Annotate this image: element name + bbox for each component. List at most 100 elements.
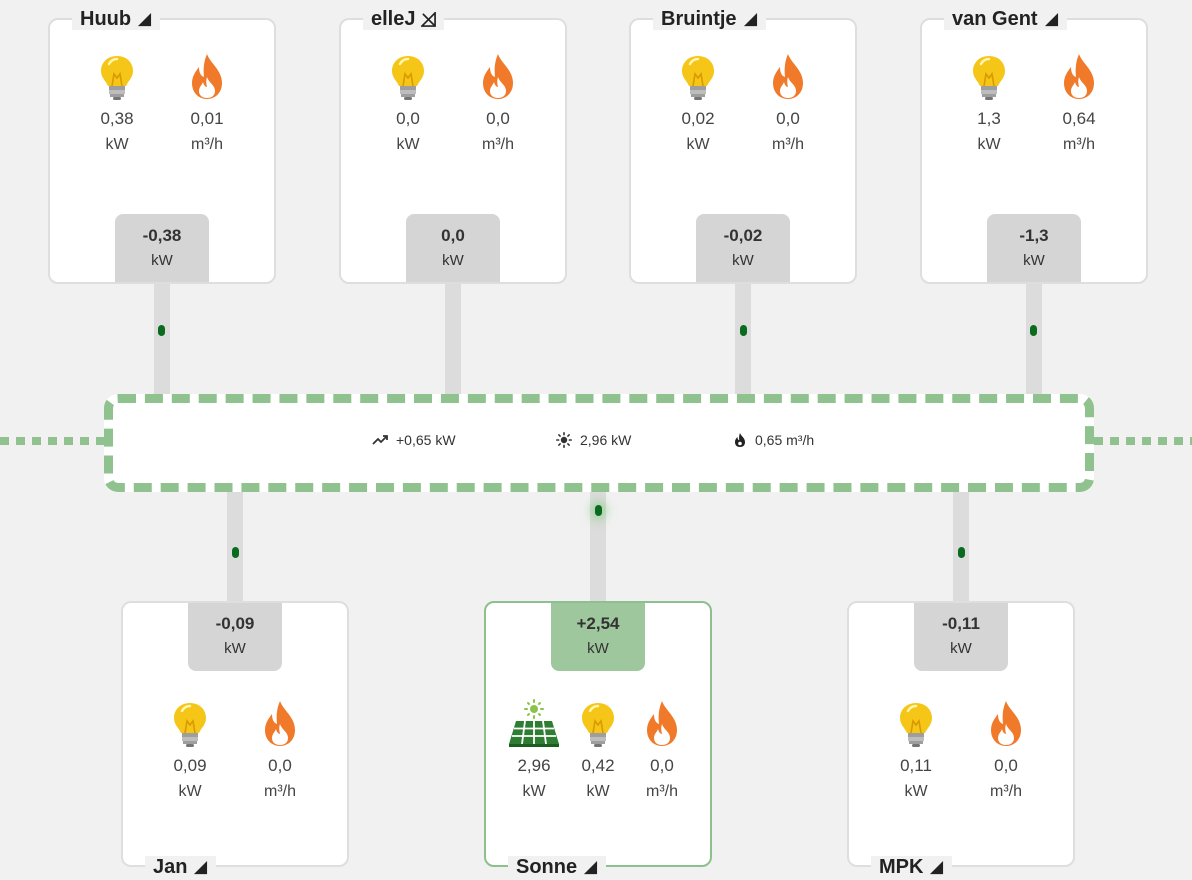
net-power-unit: kW (1023, 252, 1045, 269)
flame-icon (258, 699, 302, 749)
house-card-mpk[interactable]: -0,11 kW 0,11 kW 0,0 m³/h MPK (847, 601, 1075, 878)
house-card-sonne[interactable]: +2,54 kW 2,96 kW 0,42 kW 0,0 m³/h Sonne (484, 601, 712, 878)
net-power-badge: -0,02 kW (696, 214, 790, 282)
gas-value: 0,01 (190, 109, 224, 128)
flow-dot-van-gent (1030, 325, 1037, 336)
connector-huub (154, 284, 170, 394)
house-card-bruintje[interactable]: Bruintje 0,02 kW 0,0 m³/h -0,02 kW (629, 8, 857, 284)
house-card-van-gent[interactable]: van Gent 1,3 kW 0,64 m³/h -1,3 kW (920, 8, 1148, 284)
house-title[interactable]: van Gent (944, 8, 1067, 30)
connector-bruintje (735, 284, 751, 394)
electricity-metric[interactable]: 0,09 kW (161, 699, 219, 805)
house-card-huub[interactable]: Huub 0,38 kW 0,01 m³/h -0,38 kW (48, 8, 276, 284)
net-power-unit: kW (151, 252, 173, 269)
gas-unit: m³/h (1063, 136, 1095, 153)
signal-icon (193, 860, 208, 875)
electricity-metric[interactable]: 1,3 kW (960, 52, 1018, 158)
sun-icon (556, 432, 572, 448)
electricity-metric[interactable]: 0,0 kW (379, 52, 437, 158)
electricity-unit: kW (105, 136, 129, 153)
house-name: van Gent (952, 8, 1038, 30)
gas-value: 0,0 (268, 756, 292, 775)
solar-panel-icon (506, 699, 562, 749)
gas-unit: m³/h (772, 136, 804, 153)
electricity-metric[interactable]: 0,11 kW (887, 699, 945, 805)
electricity-value: 0,42 (581, 756, 615, 775)
net-power-badge: -1,3 kW (987, 214, 1081, 282)
grid-total: +0,65 kW (372, 432, 456, 448)
house-name: MPK (879, 856, 924, 878)
net-power-badge: 0,0 kW (406, 214, 500, 282)
electricity-value: 0,09 (173, 756, 207, 775)
net-power-unit: kW (732, 252, 754, 269)
house-title[interactable]: MPK (871, 856, 953, 878)
house-name: Sonne (516, 856, 578, 878)
net-power-value: 0,0 (441, 226, 465, 245)
flow-dot-jan (232, 547, 239, 558)
house-title[interactable]: Jan (145, 856, 217, 878)
gas-metric[interactable]: 0,0 m³/h (251, 699, 309, 805)
lightbulb-icon (894, 699, 938, 749)
grid-line-left (0, 437, 104, 445)
flow-dot-sonne (595, 505, 602, 516)
gas-metric[interactable]: 0,0 m³/h (469, 52, 527, 158)
house-name: Bruintje (661, 8, 737, 30)
net-power-badge: -0,11 kW (914, 603, 1008, 671)
net-power-unit: kW (950, 640, 972, 657)
electricity-unit: kW (977, 136, 1001, 153)
solar-total-value: 2,96 kW (580, 432, 632, 448)
net-power-value: -0,38 (142, 226, 182, 245)
signal-icon (743, 12, 758, 27)
electricity-metric[interactable]: 0,02 kW (669, 52, 727, 158)
house-title[interactable]: Sonne (508, 856, 607, 878)
gas-unit: m³/h (646, 783, 678, 800)
house-card-ellej[interactable]: elleJ 0,0 kW 0,0 m³/h 0,0 kW (339, 8, 567, 284)
solar-metric[interactable]: 2,96 kW (505, 699, 563, 805)
house-title[interactable]: Bruintje (653, 8, 766, 30)
net-power-unit: kW (224, 640, 246, 657)
electricity-unit: kW (178, 783, 202, 800)
flame-icon (640, 699, 684, 749)
energy-bus-panel (114, 404, 1084, 482)
net-power-value: -1,3 (1019, 226, 1049, 245)
gas-value: 0,0 (994, 756, 1018, 775)
gas-metric[interactable]: 0,64 m³/h (1050, 52, 1108, 158)
lightbulb-icon (168, 699, 212, 749)
signal-icon (583, 860, 598, 875)
net-power-badge: -0,09 kW (188, 603, 282, 671)
gas-unit: m³/h (191, 136, 223, 153)
gas-value: 0,0 (776, 109, 800, 128)
net-power-unit: kW (587, 640, 609, 657)
solar-value: 2,96 (517, 756, 551, 775)
electricity-value: 0,11 (900, 756, 932, 775)
electricity-unit: kW (396, 136, 420, 153)
electricity-unit: kW (904, 783, 928, 800)
signal-icon (137, 12, 152, 27)
lightbulb-icon (576, 699, 620, 749)
flame-icon (185, 52, 229, 102)
house-name: elleJ (371, 8, 416, 30)
electricity-value: 0,02 (681, 109, 715, 128)
gas-unit: m³/h (264, 783, 296, 800)
net-power-value: -0,09 (215, 614, 255, 633)
gas-metric[interactable]: 0,0 m³/h (977, 699, 1035, 805)
electricity-metric[interactable]: 0,42 kW (569, 699, 627, 805)
electricity-unit: kW (686, 136, 710, 153)
house-title[interactable]: Huub (72, 8, 161, 30)
net-power-value: -0,11 (942, 614, 980, 633)
gas-unit: m³/h (482, 136, 514, 153)
house-name: Huub (80, 8, 132, 30)
lightbulb-icon (967, 52, 1011, 102)
electricity-metric[interactable]: 0,38 kW (88, 52, 146, 158)
gas-metric[interactable]: 0,0 m³/h (633, 699, 691, 805)
gas-metric[interactable]: 0,0 m³/h (759, 52, 817, 158)
net-power-unit: kW (442, 252, 464, 269)
trend-up-icon (372, 435, 388, 445)
grid-line-right (1094, 437, 1192, 445)
house-card-jan[interactable]: -0,09 kW 0,09 kW 0,0 m³/h Jan (121, 601, 349, 878)
electricity-value: 1,3 (977, 109, 1001, 128)
gas-value: 0,0 (650, 756, 674, 775)
house-title[interactable]: elleJ (363, 8, 445, 30)
connector-sonne (590, 492, 606, 602)
gas-metric[interactable]: 0,01 m³/h (178, 52, 236, 158)
